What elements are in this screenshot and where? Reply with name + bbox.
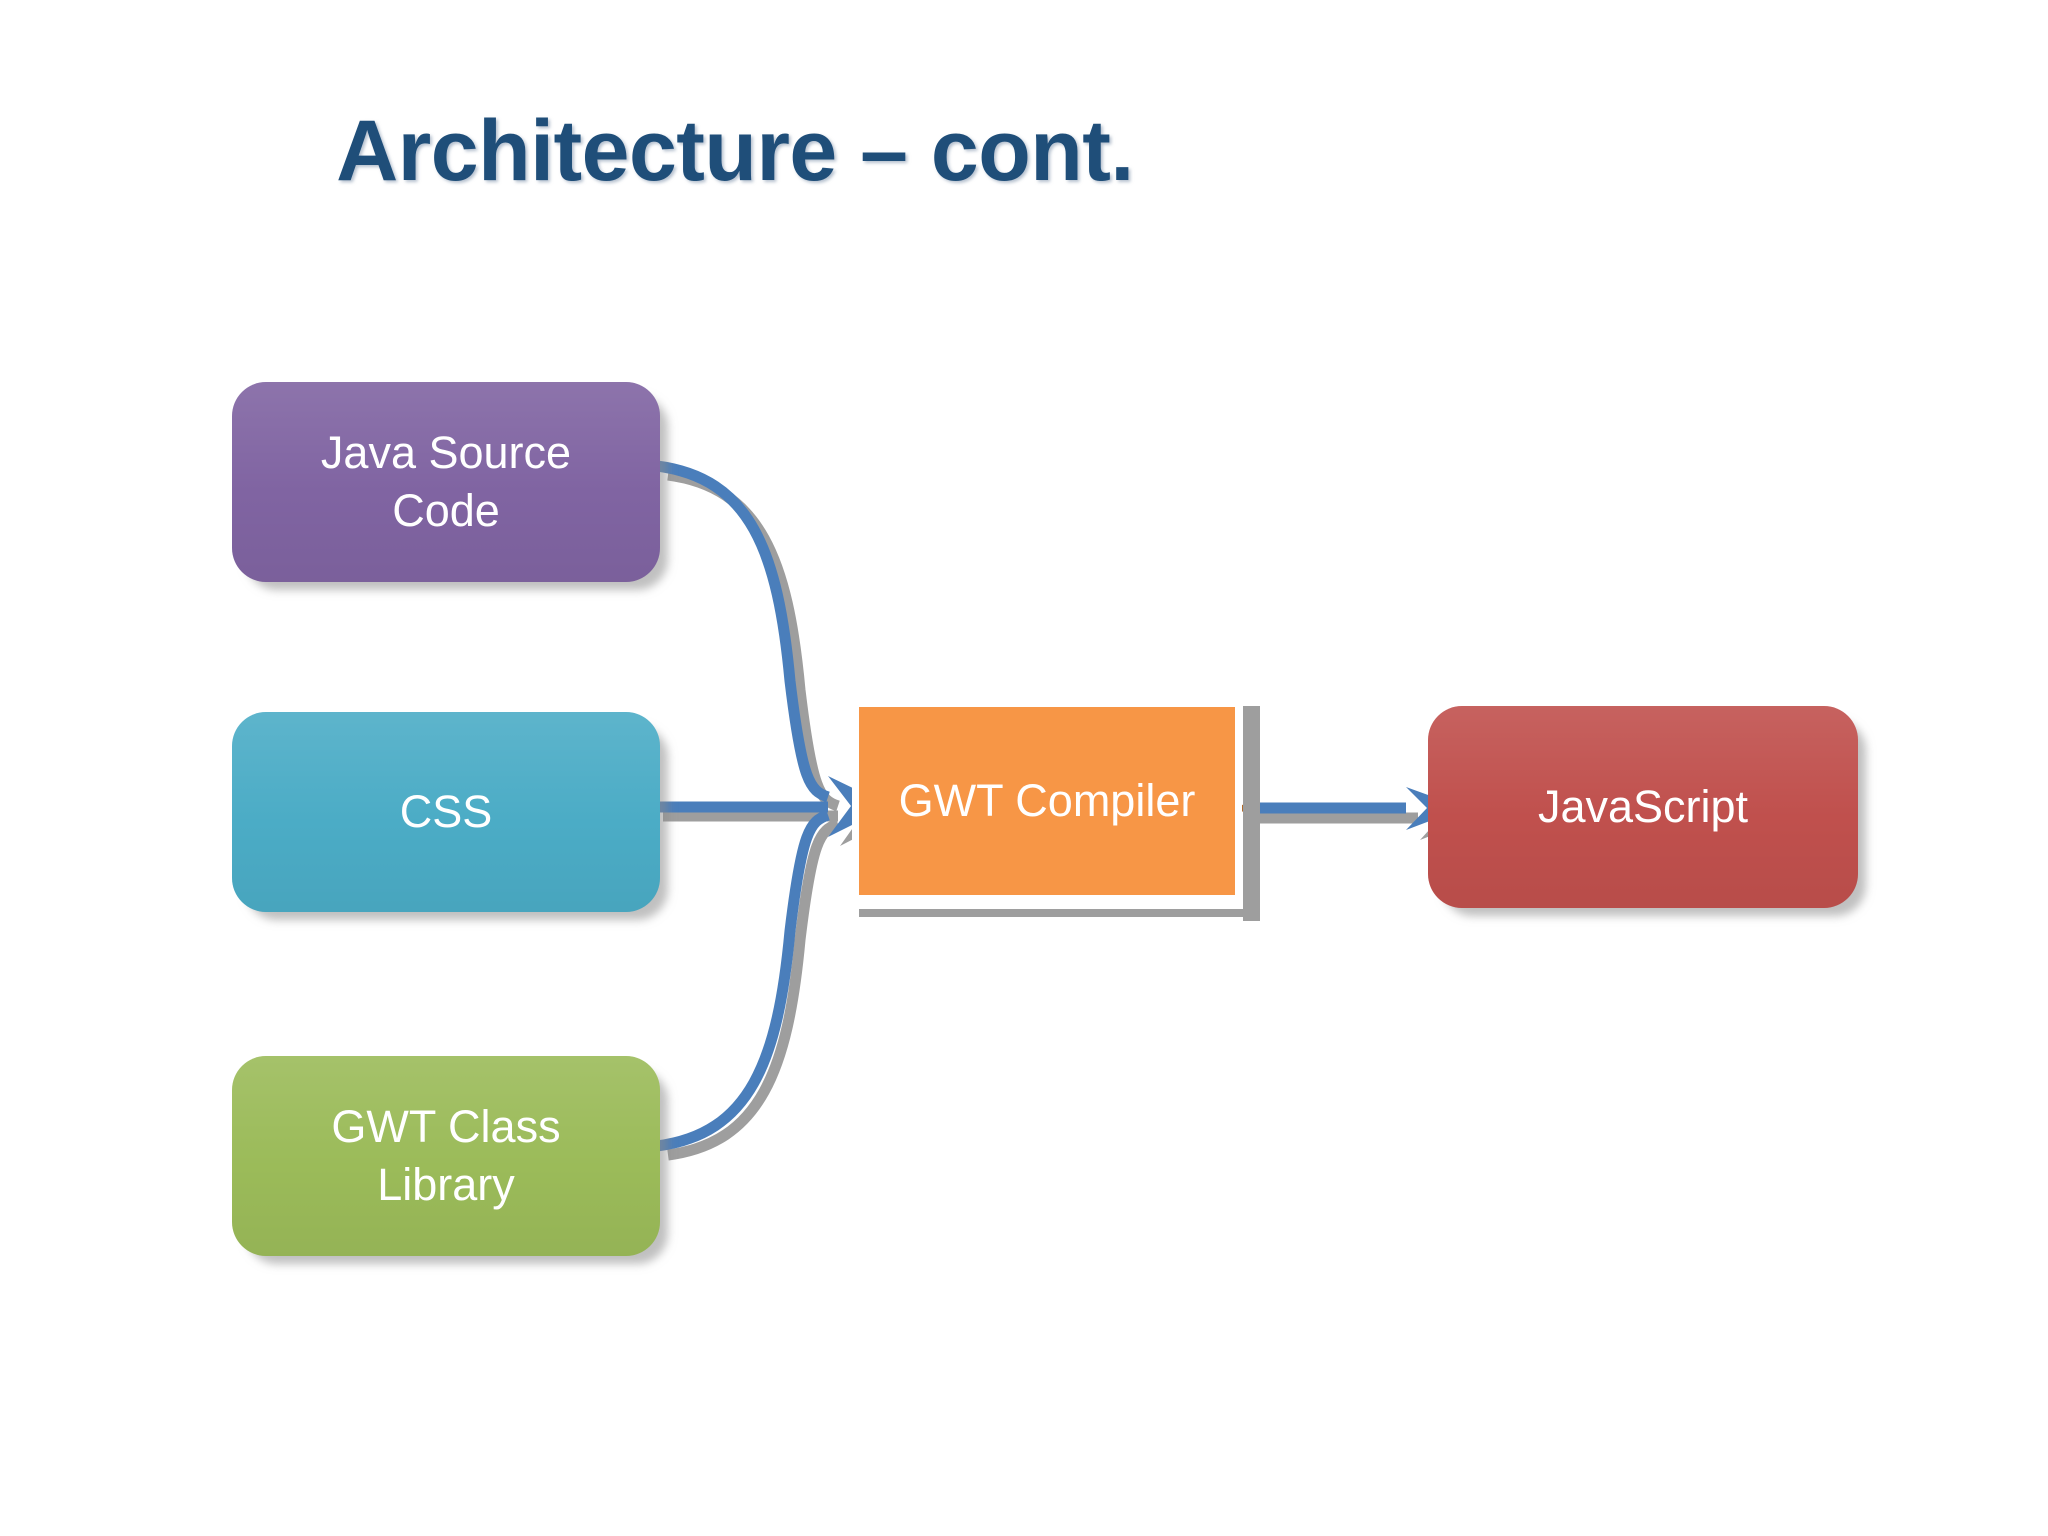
node-css[interactable]: CSS: [232, 712, 660, 912]
page-title: Architecture – cont.: [336, 103, 1134, 199]
node-label: Java Source Code: [303, 424, 589, 539]
node-java-source-code[interactable]: Java Source Code: [232, 382, 660, 582]
node-gwt-class-library[interactable]: GWT Class Library: [232, 1056, 660, 1256]
node-javascript[interactable]: JavaScript: [1428, 706, 1858, 908]
node-label-line-1: Java Source: [320, 427, 572, 479]
compiler-shadow-bottom: [859, 909, 1249, 917]
connector-java-source-to-compiler: [656, 460, 830, 803]
node-label-line-2: Library: [377, 1159, 515, 1210]
node-label: CSS: [399, 786, 493, 838]
node-label: GWT Compiler: [898, 775, 1196, 827]
node-label: GWT Class Library: [313, 1098, 578, 1213]
node-label-line-1: GWT Class: [331, 1101, 561, 1153]
compiler-shadow-right: [1243, 706, 1260, 921]
node-label-line-2: Code: [392, 485, 500, 536]
node-gwt-compiler[interactable]: GWT Compiler: [852, 700, 1242, 902]
node-label: JavaScript: [1537, 781, 1749, 833]
connector-library-to-compiler: [656, 809, 830, 1152]
